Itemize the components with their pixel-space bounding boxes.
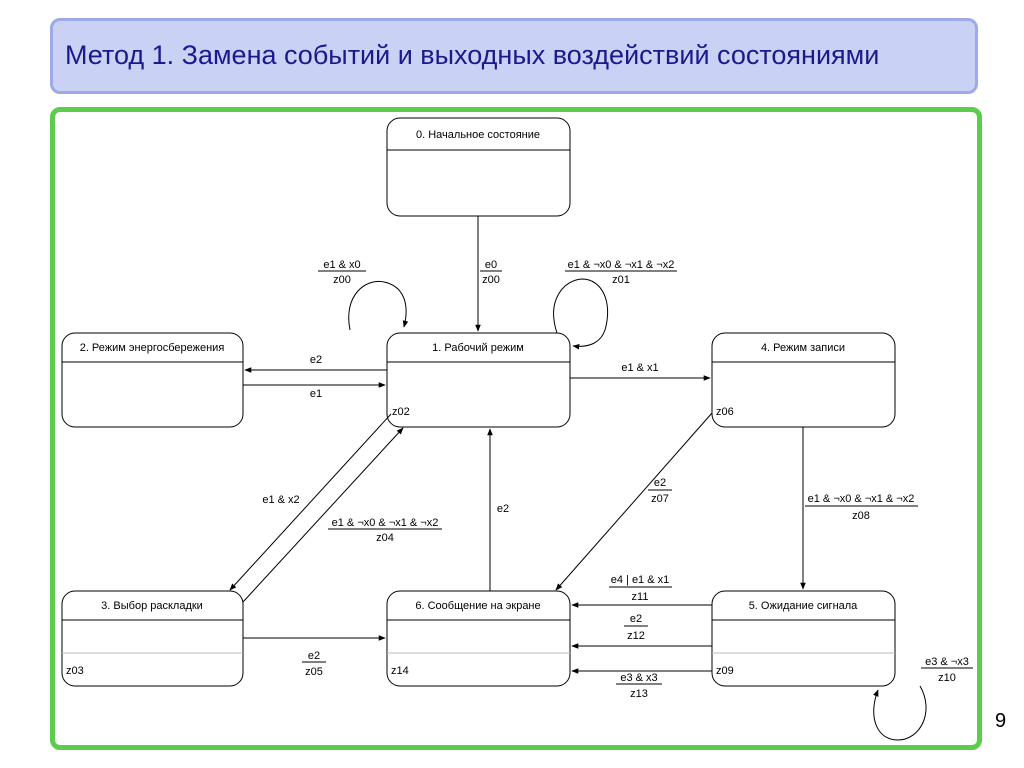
transition-4-5-cond: e1 & ¬x0 & ¬x1 & ¬x2 xyxy=(808,493,915,505)
state-4-action: z06 xyxy=(716,406,734,418)
transition-1-2-cond: e2 xyxy=(310,354,322,366)
page-number: 9 xyxy=(995,710,1007,732)
transition-1-1-left: e1 & x0 z00 xyxy=(318,259,409,331)
transition-3-6-out: z05 xyxy=(305,666,323,678)
transition-1-2: e2 xyxy=(244,354,387,373)
transition-1-3: e1 & x2 xyxy=(229,413,392,591)
transition-5-5-cond: e3 & ¬x3 xyxy=(925,656,969,668)
transition-6-1: e2 xyxy=(487,428,509,591)
transition-4-5-out: z08 xyxy=(852,510,870,522)
state-3-name: 3. Выбор раскладки xyxy=(101,600,203,612)
state-3-action: z03 xyxy=(66,665,84,677)
state-1: 1. Рабочий режим z02 xyxy=(386,332,571,428)
transition-1-4-cond: e1 & x1 xyxy=(621,362,658,374)
transition-5-6-b: e2 z12 xyxy=(571,613,712,649)
state-2: 2. Режим энергосбережения xyxy=(61,332,244,428)
transition-5-6-c-cond: e3 & x3 xyxy=(620,672,657,684)
state-6: 6. Сообщение на экране z14 xyxy=(386,590,571,687)
transition-5-6-c: e3 & x3 z13 xyxy=(571,668,712,700)
transition-5-6-c-out: z13 xyxy=(630,688,648,700)
transition-2-1-cond: e1 xyxy=(310,388,322,400)
transition-0-1-out: z00 xyxy=(482,274,500,286)
transition-0-1: e0 z00 xyxy=(475,216,502,332)
state-5: 5. Ожидание сигнала z09 xyxy=(711,590,896,687)
transition-3-6: e2 z05 xyxy=(243,635,386,678)
transition-5-6-a: e4 | e1 & x1 z11 xyxy=(571,574,712,608)
state-5-action: z09 xyxy=(716,665,734,677)
transition-1-1-right-out: z01 xyxy=(612,274,630,286)
transition-1-1-right: e1 & ¬x0 & ¬x1 & ¬x2 z01 xyxy=(553,259,677,350)
transition-1-4: e1 & x1 xyxy=(570,362,711,381)
transition-5-6-a-out: z11 xyxy=(632,591,649,603)
state-6-name: 6. Сообщение на экране xyxy=(415,600,540,612)
transition-5-6-b-cond: e2 xyxy=(630,613,642,625)
state-2-name: 2. Режим энергосбережения xyxy=(80,342,225,354)
transition-3-1-out: z04 xyxy=(376,532,394,544)
transition-1-1-right-cond: e1 & ¬x0 & ¬x1 & ¬x2 xyxy=(568,259,675,271)
transition-5-5: e3 & ¬x3 z10 xyxy=(873,656,973,741)
state-6-action: z14 xyxy=(391,665,409,677)
title-banner: Метод 1. Замена событий и выходных возде… xyxy=(50,18,978,94)
slide-title: Метод 1. Замена событий и выходных возде… xyxy=(65,40,880,70)
transition-1-1-left-out: z00 xyxy=(333,274,351,286)
transition-5-6-a-cond: e4 | e1 & x1 xyxy=(611,574,670,586)
state-0-name: 0. Начальное состояние xyxy=(416,129,540,141)
state-4-name: 4. Режим записи xyxy=(761,342,845,354)
transition-5-5-out: z10 xyxy=(938,672,956,684)
transition-0-1-cond: e0 xyxy=(485,259,497,271)
transition-4-5: e1 & ¬x0 & ¬x1 & ¬x2 z08 xyxy=(800,427,918,590)
transition-3-1-cond: e1 & ¬x0 & ¬x1 & ¬x2 xyxy=(332,517,439,529)
transition-1-1-left-cond: e1 & x0 xyxy=(323,259,360,271)
state-5-name: 5. Ожидание сигнала xyxy=(749,600,858,612)
state-4: 4. Режим записи z06 xyxy=(711,332,896,428)
transition-1-3-cond: e1 & x2 xyxy=(262,494,299,506)
transition-6-1-cond: e2 xyxy=(497,503,509,515)
state-1-action: z02 xyxy=(392,406,410,418)
state-3: 3. Выбор раскладки z03 xyxy=(61,590,244,687)
transition-3-1: e1 & ¬x0 & ¬x1 & ¬x2 z04 xyxy=(242,427,442,603)
state-1-name: 1. Рабочий режим xyxy=(432,342,524,354)
transition-4-6: e2 z07 xyxy=(555,412,713,591)
state-0: 0. Начальное состояние xyxy=(386,117,571,217)
transition-4-6-cond: e2 xyxy=(654,477,666,489)
transition-5-6-b-out: z12 xyxy=(627,630,645,642)
transition-3-6-cond: e2 xyxy=(308,650,320,662)
transition-2-1: e1 xyxy=(243,382,386,400)
transition-4-6-out: z07 xyxy=(651,493,669,505)
